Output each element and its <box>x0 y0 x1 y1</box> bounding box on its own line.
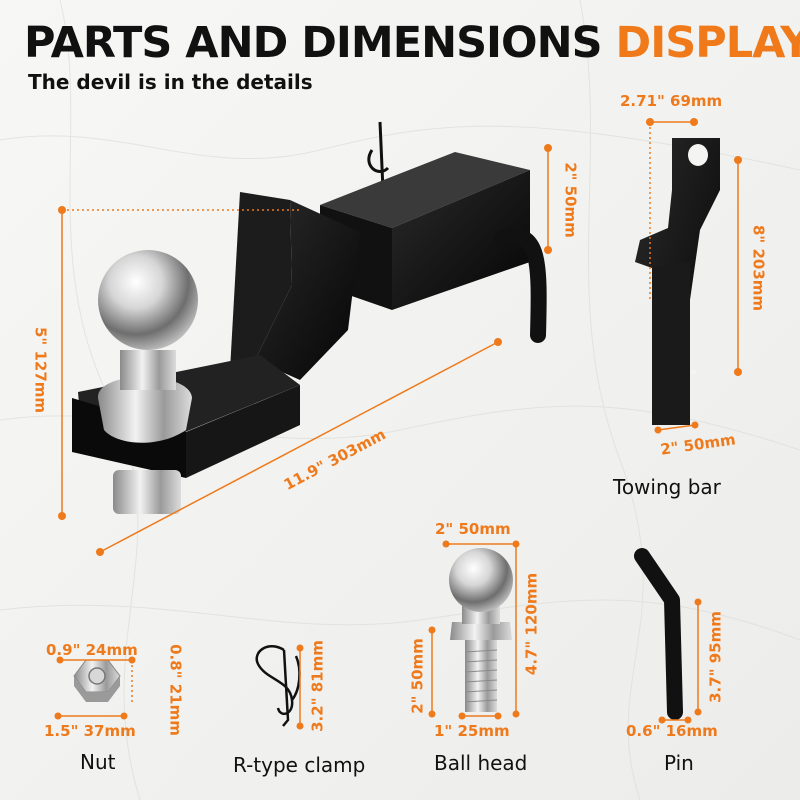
pin-length-label: 3.7" 95mm <box>706 611 725 703</box>
pin-caption: Pin <box>664 751 694 775</box>
ball-diameter-label: 2" 50mm <box>435 520 511 538</box>
towing-bar-dimension-lines <box>646 118 742 434</box>
towing-bar-top-width-label: 2.71" 69mm <box>620 92 723 110</box>
nut-dimension-lines <box>54 656 136 720</box>
title-main: PARTS AND DIMENSIONS <box>24 18 603 68</box>
nut-outer-label: 1.5" 37mm <box>44 722 136 740</box>
pin-dimension-lines <box>658 598 702 724</box>
clamp-dimension-lines <box>296 644 304 730</box>
hex-nut-icon <box>73 659 121 702</box>
ball-shank-diameter-label: 1" 25mm <box>434 722 510 740</box>
towing-bar-height-label: 8" 203mm <box>749 224 768 312</box>
page-subtitle: The devil is in the details <box>28 70 313 94</box>
ball-mount-hitch-icon <box>72 121 547 514</box>
ball-head-caption: Ball head <box>434 751 528 775</box>
title-accent: DISPLAY <box>615 18 800 68</box>
hitch-shank-height-label: 2" 50mm <box>561 162 580 238</box>
nut-caption: Nut <box>80 750 116 774</box>
ball-shank-length-label: 2" 50mm <box>408 638 427 714</box>
nut-thickness-label: 0.8" 21mm <box>166 644 185 736</box>
clamp-length-label: 3.2" 81mm <box>308 640 327 732</box>
page-title: PARTS AND DIMENSIONS DISPLAY <box>24 18 800 68</box>
r-clip-icon <box>255 645 301 727</box>
ball-head-dimension-lines <box>428 540 520 720</box>
nut-inner-label: 0.9" 24mm <box>46 641 138 659</box>
ball-total-height-label: 4.7" 120mm <box>522 572 541 676</box>
towing-bar-icon <box>635 138 720 425</box>
hitch-rise-label: 5" 127mm <box>31 326 50 414</box>
hitch-dimension-lines <box>58 144 552 556</box>
pin-diameter-label: 0.6" 16mm <box>626 722 718 740</box>
hitch-ball-icon <box>449 548 513 712</box>
towing-bar-caption: Towing bar <box>613 475 721 499</box>
hitch-pin-icon <box>634 548 683 720</box>
clamp-caption: R-type clamp <box>233 753 366 777</box>
